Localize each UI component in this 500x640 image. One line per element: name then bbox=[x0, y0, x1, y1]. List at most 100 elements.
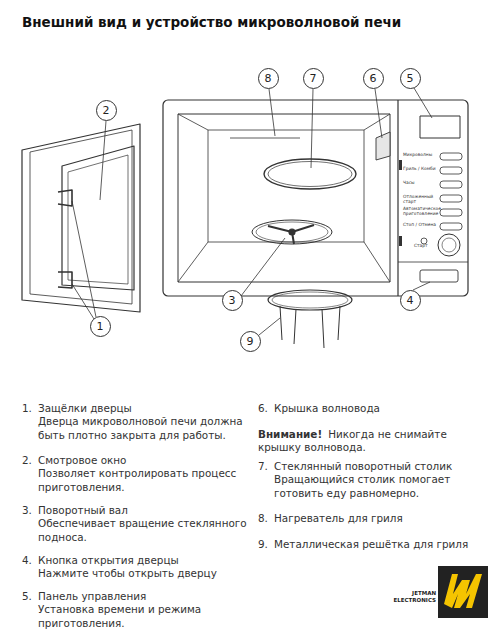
waveguide-cover bbox=[376, 132, 390, 160]
list-item: 3. Поворотный валОбеспечивает вращение ст… bbox=[22, 504, 248, 544]
panel-button bbox=[440, 181, 462, 188]
item-text: Стеклянный поворотный столик bbox=[274, 460, 452, 472]
list-item: 4. Кнопка открытия дверцыНажмите чтобы от… bbox=[22, 554, 248, 581]
door-window-inner bbox=[68, 155, 128, 284]
panel-button bbox=[440, 223, 462, 230]
item-line: Внимание!Никогда не снимайте крышку волн… bbox=[258, 428, 480, 455]
panel-label: Гриль / Комби bbox=[403, 167, 438, 172]
callout-text: 9 bbox=[247, 335, 254, 348]
callout-number: 7 bbox=[303, 68, 324, 89]
item-text: Вращающийся столик помогает готовить еду… bbox=[274, 473, 450, 498]
item-text: Установка времени и режима приготовления… bbox=[38, 603, 201, 628]
item-text: Кнопка открытия дверцы bbox=[38, 554, 179, 566]
item-text: Поворотный вал bbox=[38, 504, 128, 516]
panel-button bbox=[440, 209, 462, 216]
warning-label: Внимание! bbox=[258, 428, 322, 440]
item-line: Обеспечивает вращение стеклянного поднос… bbox=[38, 517, 248, 544]
item-number: 1. bbox=[22, 402, 32, 415]
brand-logo bbox=[438, 566, 488, 618]
callout-text: 5 bbox=[407, 72, 414, 85]
item-text: Нагреватель для гриля bbox=[274, 512, 403, 524]
callout-text: 4 bbox=[407, 294, 414, 307]
item-number: 9. bbox=[258, 538, 268, 551]
callout-number: 4 bbox=[400, 290, 421, 311]
item-text: Защёлки дверцы bbox=[38, 402, 132, 414]
diagram-title: Внешний вид и устройство микроволновой п… bbox=[22, 14, 401, 30]
callout-text: 2 bbox=[103, 104, 110, 117]
item-line: Дверца микроволновой печи должна быть пл… bbox=[38, 415, 248, 442]
item-text: Обеспечивает вращение стеклянного поднос… bbox=[38, 517, 247, 542]
list-item: 7. Стеклянный поворотный столикВращающийс… bbox=[258, 460, 496, 500]
panel-label: Автоматическое приготовление bbox=[403, 207, 438, 217]
glass-turntable bbox=[264, 159, 356, 189]
item-line: Панель управления bbox=[38, 590, 248, 603]
item-line: Стеклянный поворотный столик bbox=[274, 460, 496, 473]
brand-name: JETMAN ELECTRONICS bbox=[384, 590, 436, 604]
callout-number: 9 bbox=[240, 331, 261, 352]
display bbox=[420, 116, 460, 138]
panel-label: Микроволны bbox=[403, 153, 438, 158]
list-item: 9. Металлическая решётка для гриля bbox=[258, 538, 496, 551]
grill-rack bbox=[268, 290, 352, 310]
item-number: 2. bbox=[22, 454, 32, 467]
callout-number: 6 bbox=[363, 68, 384, 89]
panel-button bbox=[440, 195, 462, 202]
item-number: 8. bbox=[258, 512, 268, 525]
list-item: 2. Смотровое окноПозволяет контролировать… bbox=[22, 454, 248, 494]
door-frame bbox=[30, 130, 132, 304]
item-line: Вращающийся столик помогает готовить еду… bbox=[274, 473, 496, 500]
item-number: 7. bbox=[258, 460, 268, 473]
item-text: Нажмите чтобы открыть дверцу bbox=[38, 567, 217, 579]
item-text: Металлическая решётка для гриля bbox=[274, 538, 468, 550]
rotating-shaft bbox=[268, 225, 314, 244]
item-number: 6. bbox=[258, 402, 268, 415]
item-line: Нагреватель для гриля bbox=[274, 512, 496, 525]
control-knob bbox=[438, 234, 460, 256]
oven-cavity bbox=[178, 114, 390, 282]
door-latch bbox=[58, 272, 72, 288]
list-item: Внимание!Никогда не снимайте крышку волн… bbox=[258, 428, 480, 455]
panel-button bbox=[440, 167, 462, 174]
list-item: 8. Нагреватель для гриля bbox=[258, 512, 496, 525]
list-item: 1. Защёлки дверцыДверца микроволновой печ… bbox=[22, 402, 248, 442]
grill-rack-legs bbox=[280, 306, 340, 348]
roller-ring bbox=[252, 220, 332, 244]
item-line: Поворотный вал bbox=[38, 504, 248, 517]
item-line: Защёлки дверцы bbox=[38, 402, 248, 415]
panel-label: Старт bbox=[414, 244, 436, 249]
panel-label: Отложенный старт bbox=[403, 195, 438, 205]
item-text: Панель управления bbox=[38, 590, 146, 602]
panel-button bbox=[440, 153, 462, 160]
panel-label: Стоп / Отмена bbox=[403, 223, 438, 228]
cavity-back-wall bbox=[208, 130, 364, 242]
door-window bbox=[62, 146, 134, 290]
callout-number: 8 bbox=[258, 68, 279, 89]
list-item: 5. Панель управленияУстановка времени и р… bbox=[22, 590, 248, 630]
callout-number: 2 bbox=[96, 100, 117, 121]
item-line: Крышка волновода bbox=[274, 402, 496, 415]
item-text: Смотровое окно bbox=[38, 454, 126, 466]
callout-text: 6 bbox=[370, 72, 377, 85]
grill-heater bbox=[230, 138, 300, 139]
item-number: 5. bbox=[22, 590, 32, 603]
oven-body bbox=[163, 100, 468, 296]
callout-number: 3 bbox=[222, 290, 243, 311]
door bbox=[22, 124, 140, 312]
item-line: Смотровое окно bbox=[38, 454, 248, 467]
item-line: Металлическая решётка для гриля bbox=[274, 538, 496, 551]
item-text: Крышка волновода bbox=[274, 402, 380, 414]
item-line: Установка времени и режима приготовления… bbox=[38, 603, 248, 630]
item-text: Дверца микроволновой печи должна быть пл… bbox=[38, 415, 243, 440]
callout-text: 3 bbox=[229, 294, 236, 307]
item-number: 4. bbox=[22, 554, 32, 567]
callout-text: 1 bbox=[97, 320, 104, 333]
callout-text: 8 bbox=[265, 72, 272, 85]
item-number: 3. bbox=[22, 504, 32, 517]
list-item: 6. Крышка волновода bbox=[258, 402, 496, 415]
panel-divider bbox=[397, 100, 398, 296]
callout-text: 7 bbox=[310, 72, 317, 85]
item-line: Кнопка открытия дверцы bbox=[38, 554, 248, 567]
item-line: Нажмите чтобы открыть дверцу bbox=[38, 567, 248, 580]
item-text: Позволяет контролировать процесс пригото… bbox=[38, 467, 236, 492]
panel-label: Часы bbox=[403, 181, 438, 186]
